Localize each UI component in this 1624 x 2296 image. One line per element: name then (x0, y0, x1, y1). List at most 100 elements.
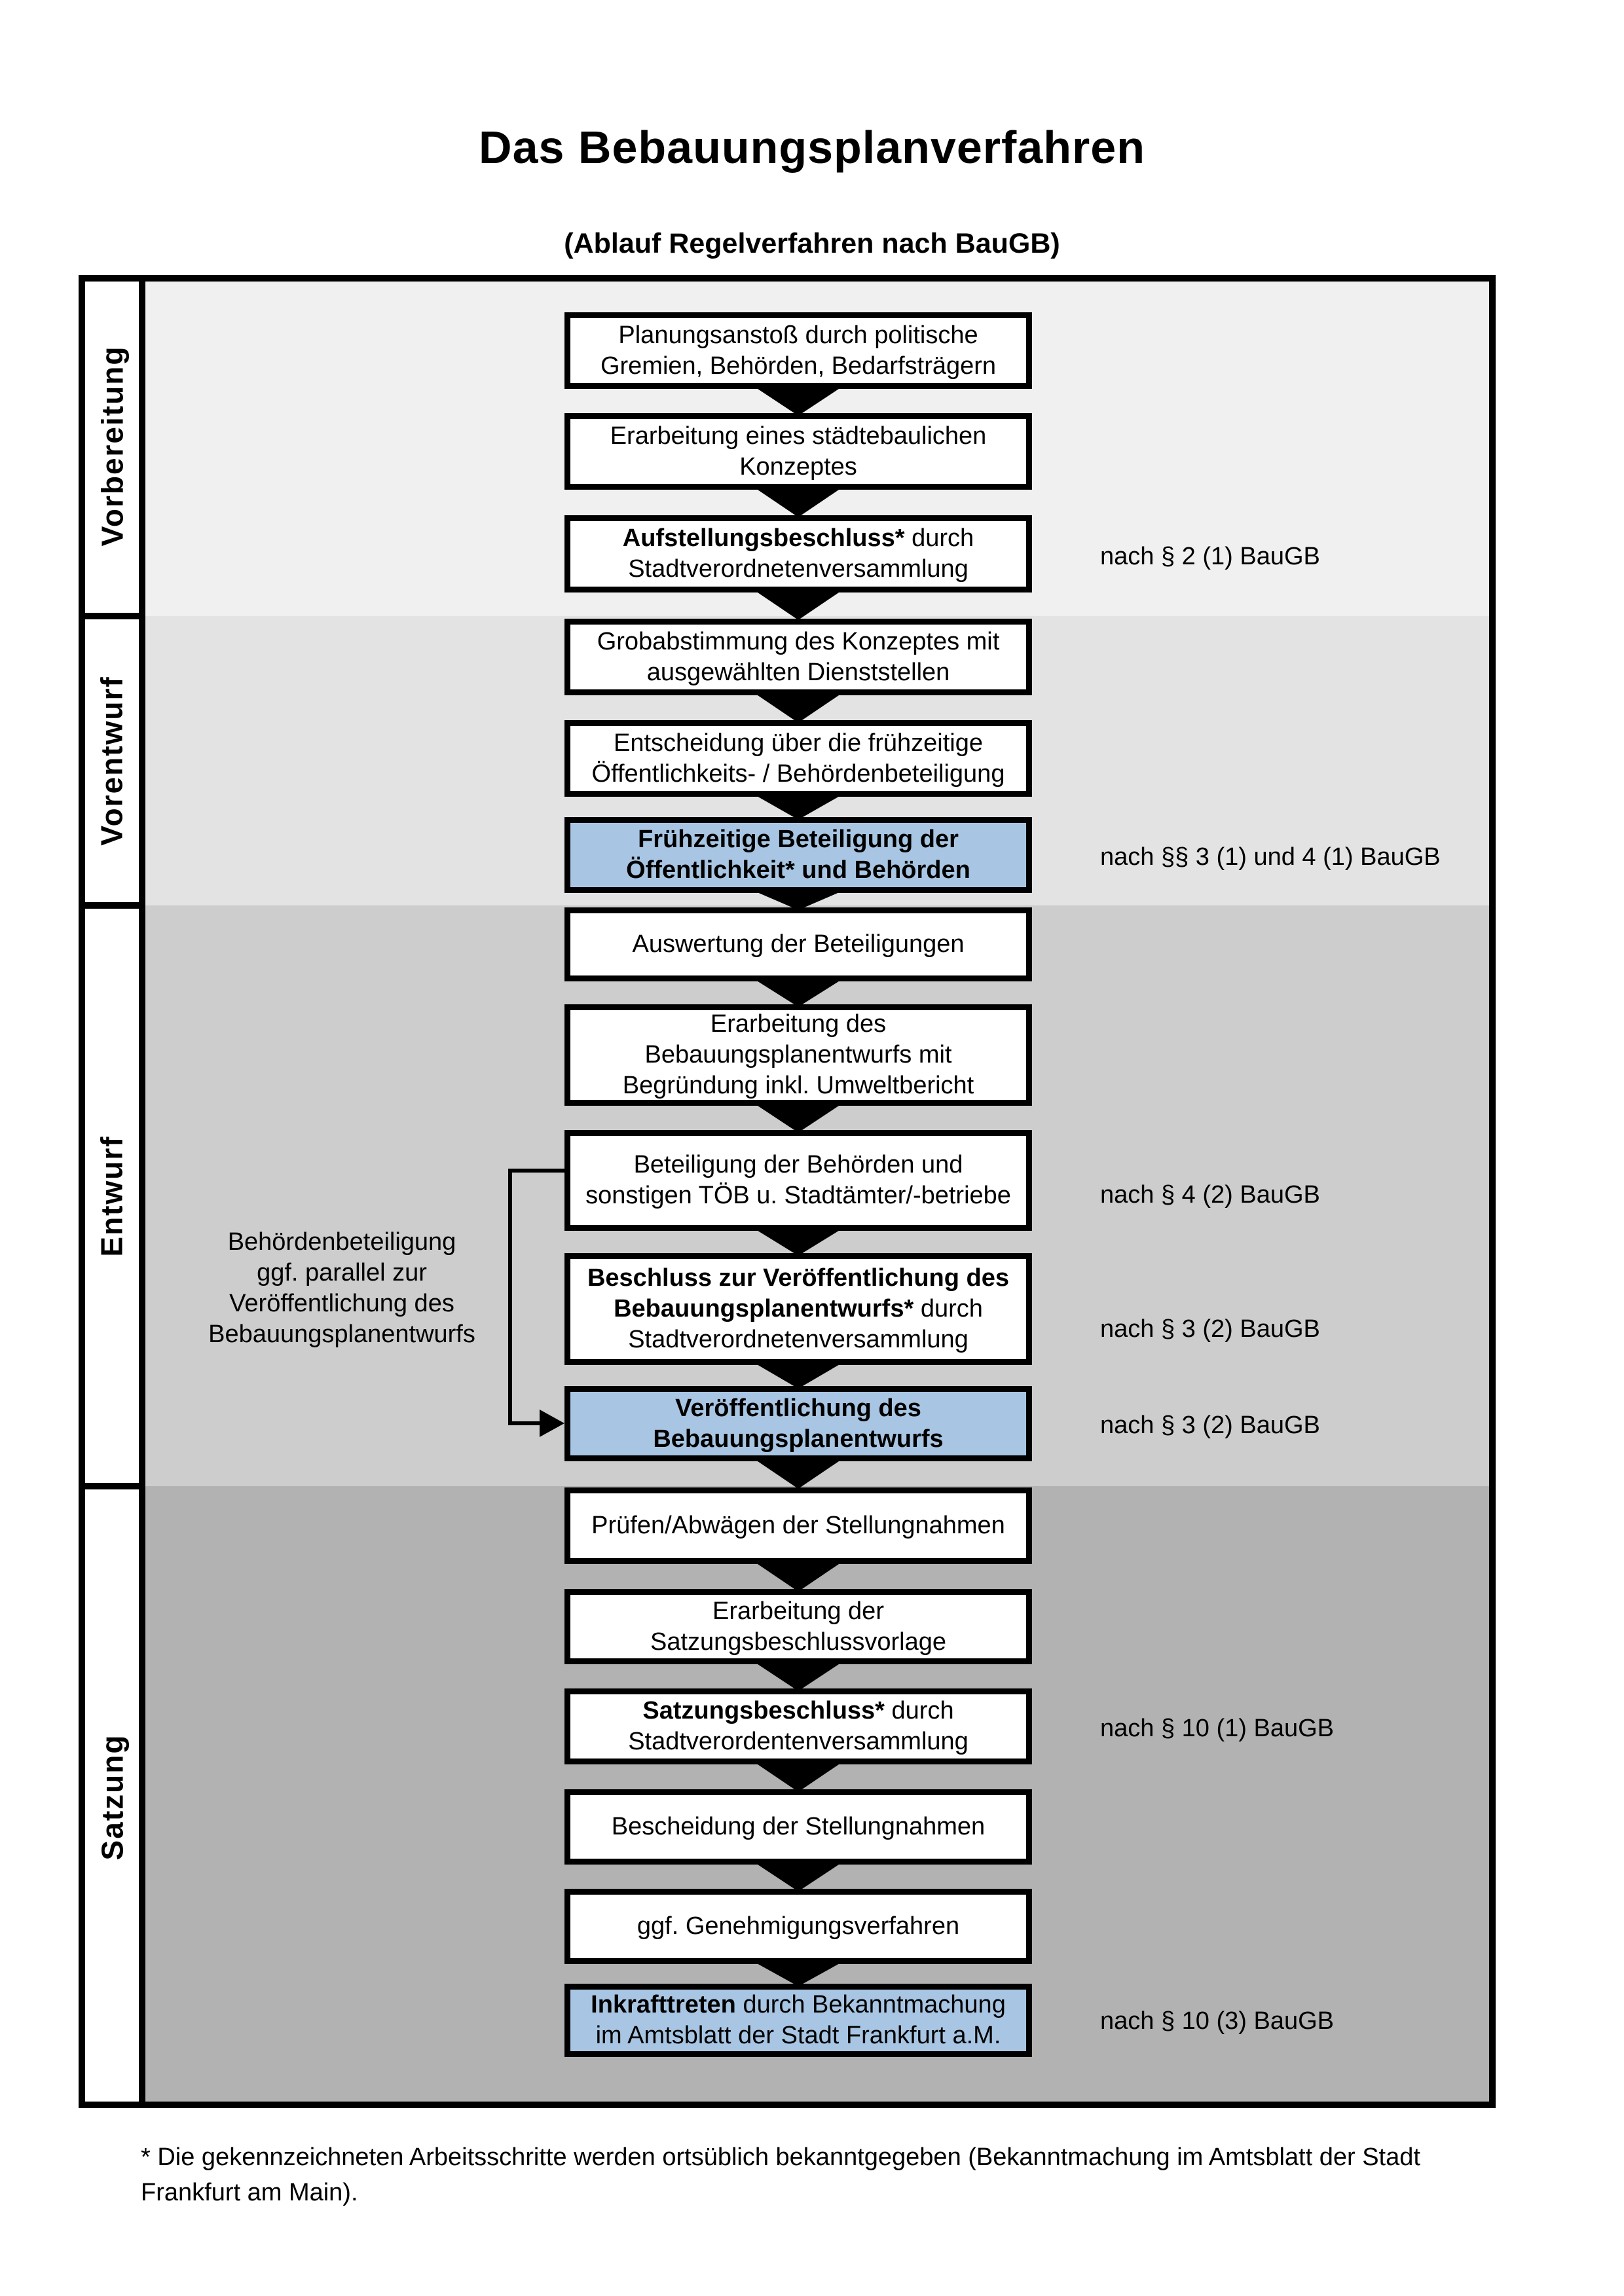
step-text-segment: Bescheidung der Stellungnahmen (611, 1813, 986, 1840)
page-subtitle: (Ablauf Regelverfahren nach BauGB) (564, 228, 1060, 259)
step-text-line: Aufstellungsbeschluss* durch (623, 523, 974, 554)
process-step-box: Beteiligung der Behörden und sonstigen TÖ… (564, 1130, 1032, 1231)
phase-label: Vorbereitung (95, 345, 130, 546)
step-text-segment: durch (904, 524, 974, 552)
step-text-segment: Grobabstimmung des Konzeptes mit (597, 627, 1000, 655)
step-text-line: Prüfen/Abwägen der Stellungnahmen (591, 1510, 1005, 1541)
phase-label: Vorentwurf (95, 676, 129, 846)
step-text-segment: Beschluss zur Veröffentlichung des (587, 1264, 1010, 1292)
footnote-line: Frankfurt am Main). (141, 2179, 358, 2206)
connector-line (508, 1169, 512, 1425)
process-step-box: Prüfen/Abwägen der Stellungnahmen (564, 1487, 1032, 1564)
step-text-line: Bescheidung der Stellungnahmen (612, 1812, 985, 1842)
step-text-segment: Auswertung der Beteiligungen (632, 930, 965, 958)
flow-arrow-down-icon (756, 1663, 841, 1691)
phase-divider (79, 613, 145, 619)
flow-arrow-down-icon (756, 1963, 841, 1986)
connector-arrow-right-icon (540, 1410, 564, 1437)
process-step-box: ggf. Genehmigungsverfahren (564, 1889, 1032, 1964)
step-text-line: Stadtverordentenversammlung (628, 1726, 969, 1757)
step-text-segment: Beteiligung der Behörden und (633, 1151, 963, 1178)
flow-arrow-down-icon (756, 1364, 841, 1389)
step-text-segment: Frühzeitige Beteiligung der (638, 826, 959, 853)
flow-arrow-down-icon (756, 980, 841, 1007)
step-text-segment: Stadtverordnetenversammlung (628, 1326, 969, 1353)
connector-line (508, 1421, 544, 1425)
step-text-line: Inkrafttreten durch Bekanntmachung (591, 1990, 1006, 2020)
flow-arrow-down-icon (756, 1104, 841, 1133)
law-reference: nach § 3 (2) BauGB (1100, 1315, 1320, 1343)
law-reference: nach § 10 (3) BauGB (1100, 2007, 1334, 2035)
step-text-line: Bebauungsplanentwurfs* durch (614, 1294, 983, 1324)
step-text-line: Bebauungsplanentwurfs (653, 1424, 943, 1455)
step-text-segment: Satzungsbeschlussvorlage (650, 1628, 947, 1656)
phase-divider (79, 1483, 145, 1489)
flow-arrow-down-icon (756, 488, 841, 517)
step-text-line: Frühzeitige Beteiligung der (638, 824, 959, 855)
step-text-segment: Aufstellungsbeschluss* (622, 524, 905, 552)
flow-arrow-down-icon (756, 1563, 841, 1592)
step-text-line: Konzeptes (739, 452, 857, 483)
step-text-line: Begründung inkl. Umweltbericht (623, 1070, 974, 1101)
process-step-box: Bescheidung der Stellungnahmen (564, 1789, 1032, 1865)
step-text-line: Stadtverordnetenversammlung (628, 1324, 969, 1355)
step-text-line: Erarbeitung eines städtebaulichen (610, 421, 987, 452)
flow-arrow-down-icon (756, 1230, 841, 1256)
step-text-segment: Planungsanstoß durch politische (618, 321, 978, 349)
step-text-line: Auswertung der Beteiligungen (632, 929, 964, 960)
phase-cell-vorentwurf: Vorentwurf (79, 616, 145, 905)
step-text-segment: Entscheidung über die frühzeitige (613, 729, 984, 757)
side-note: Behördenbeteiligung ggf. parallel zur Ve… (188, 1227, 496, 1350)
step-text-segment: Bebauungsplanentwurfs* (614, 1295, 914, 1322)
step-text-segment: sonstigen TÖB u. Stadtämter/-betriebe (585, 1182, 1011, 1209)
step-text-segment: ausgewählten Dienststellen (646, 658, 950, 686)
step-text-segment: Bebauungsplanentwurfs (653, 1425, 944, 1453)
step-text-line: Beschluss zur Veröffentlichung des (587, 1263, 1009, 1294)
step-text-segment: Konzeptes (739, 452, 857, 481)
law-reference: nach §§ 3 (1) und 4 (1) BauGB (1100, 843, 1441, 871)
flow-arrow-down-icon (756, 892, 841, 910)
step-text-segment: durch (913, 1295, 983, 1322)
step-text-segment: Öffentlichkeit* und Behörden (626, 856, 970, 884)
step-text-segment: Gremien, Behörden, Bedarfsträgern (600, 352, 997, 380)
step-text-segment: im Amtsblatt der Stadt Frankfurt a.M. (595, 2022, 1001, 2049)
step-text-segment: Öffentlichkeits- / Behördenbeteiligung (591, 759, 1005, 788)
step-text-line: Erarbeitung der (712, 1596, 884, 1627)
step-text-segment: Inkrafttreten (591, 1991, 736, 2018)
page-title: Das Bebauungsplanverfahren (479, 122, 1145, 173)
process-step-box: Grobabstimmung des Konzeptes mit ausgewäh… (564, 619, 1032, 695)
process-step-box: Auswertung der Beteiligungen (564, 907, 1032, 981)
step-text-segment: durch (884, 1697, 954, 1724)
flow-arrow-down-icon (756, 694, 841, 723)
flow-arrow-down-icon (756, 1763, 841, 1792)
step-text-segment: ggf. Genehmigungsverfahren (637, 1912, 960, 1940)
step-text-line: sonstigen TÖB u. Stadtämter/-betriebe (585, 1180, 1011, 1211)
phase-cell-entwurf: Entwurf (79, 905, 145, 1486)
flow-arrow-down-icon (756, 591, 841, 620)
flow-arrow-down-icon (756, 388, 841, 416)
step-text-line: Bebauungsplanentwurfs mit (645, 1040, 952, 1070)
step-text-segment: Satzungsbeschluss* (642, 1697, 885, 1724)
step-text-line: Planungsanstoß durch politische (618, 320, 978, 351)
step-text-line: im Amtsblatt der Stadt Frankfurt a.M. (596, 2020, 1001, 2051)
step-text-segment: Veröffentlichung des (675, 1394, 921, 1422)
law-reference: nach § 4 (2) BauGB (1100, 1181, 1320, 1209)
phase-label: Satzung (95, 1734, 130, 1861)
side-note-line: Veröffentlichung des (229, 1290, 454, 1317)
step-text-segment: Erarbeitung der (712, 1597, 884, 1625)
law-reference: nach § 2 (1) BauGB (1100, 543, 1320, 570)
step-text-segment: Erarbeitung eines städtebaulichen (610, 422, 987, 450)
footnote: * Die gekennzeichneten Arbeitsschritte w… (141, 2140, 1420, 2210)
side-note-line: Bebauungsplanentwurfs (208, 1321, 475, 1348)
law-reference: nach § 10 (1) BauGB (1100, 1715, 1334, 1742)
